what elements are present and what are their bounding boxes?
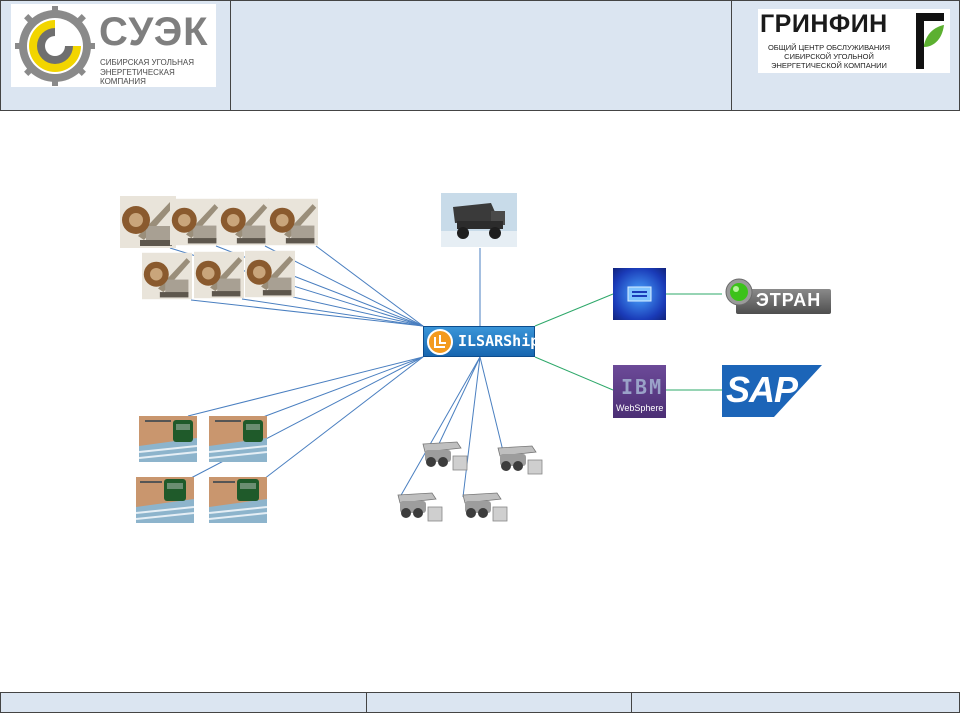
grinfin-caption-line2: СИБИРСКОЙ УГОЛЬНОЙ — [784, 52, 874, 61]
suek-caption-line1: СИБИРСКАЯ УГОЛЬНАЯ — [100, 58, 195, 67]
footer-cell-1 — [0, 692, 367, 713]
footer-cell-3 — [631, 692, 960, 713]
footer-cell-2 — [366, 692, 632, 713]
link-camera-4 — [462, 356, 481, 498]
etran-node: ЭТРАН — [722, 275, 831, 316]
link-loco-1 — [187, 356, 424, 417]
etran-label: ЭТРАН — [756, 290, 822, 310]
websphere-label: WebSphere — [616, 403, 664, 413]
hub-icon — [427, 329, 453, 355]
excavator-icon — [194, 251, 244, 299]
excavator-icon — [142, 252, 192, 300]
sap-logo-icon — [722, 365, 822, 417]
websphere-node: IBM WebSphere — [613, 365, 666, 418]
link-websphere — [534, 356, 614, 391]
camera-icon — [422, 441, 468, 471]
link-camera-2 — [479, 356, 504, 452]
excavator-icon — [219, 198, 269, 246]
mining-truck-icon — [441, 193, 517, 247]
excavator-icon — [245, 250, 295, 298]
link-excavator-7 — [292, 296, 424, 327]
etran-indicator-icon — [725, 278, 753, 306]
camera-icon — [462, 492, 508, 522]
server-node — [613, 268, 666, 320]
hub-node: ILSARShip — [423, 326, 539, 357]
suek-emblem-icon — [15, 6, 95, 86]
locomotive-icon — [136, 477, 194, 523]
locomotive-icon — [209, 416, 267, 462]
grinfin-brand: ГРИНФИН — [760, 10, 888, 38]
sap-node: SAP — [722, 365, 822, 417]
camera-icon — [397, 492, 443, 522]
excavator-icon — [120, 196, 176, 248]
link-loco-2 — [254, 356, 424, 421]
ibm-brand: IBM — [621, 375, 664, 399]
locomotive-icon — [209, 477, 267, 523]
link-camera-3 — [399, 356, 481, 498]
header-cell-center — [230, 0, 732, 111]
link-server — [534, 293, 614, 327]
hub-label: ILSARShip — [458, 332, 540, 350]
excavator-icon — [268, 198, 318, 246]
grinfin-caption-line3: ЭНЕРГЕТИЧЕСКОЙ КОМПАНИИ — [771, 61, 887, 70]
locomotive-icon — [139, 416, 197, 462]
grinfin-caption-line1: ОБЩИЙ ЦЕНТР ОБСЛУЖИВАНИЯ — [767, 43, 891, 52]
link-loco-4 — [263, 356, 424, 480]
suek-brand: СУЭК — [99, 10, 209, 54]
link-excavator-6 — [241, 298, 424, 327]
sap-label: SAP — [726, 369, 798, 410]
suek-logo: СУЭК СИБИРСКАЯ УГОЛЬНАЯ ЭНЕРГЕТИЧЕСКАЯ К… — [11, 4, 216, 87]
grinfin-emblem-icon — [916, 13, 944, 69]
excavator-icon — [170, 198, 220, 246]
server-icon — [627, 286, 652, 302]
grinfin-logo: ГРИНФИН ОБЩИЙ ЦЕНТР ОБСЛУЖИВАНИЯ СИБИРСК… — [758, 9, 950, 73]
link-excavator-4 — [315, 245, 424, 327]
link-camera-1 — [436, 356, 481, 449]
link-excavator-5 — [190, 299, 424, 327]
camera-icon — [497, 445, 543, 475]
suek-caption-line2: ЭНЕРГЕТИЧЕСКАЯ КОМПАНИЯ — [100, 68, 175, 86]
